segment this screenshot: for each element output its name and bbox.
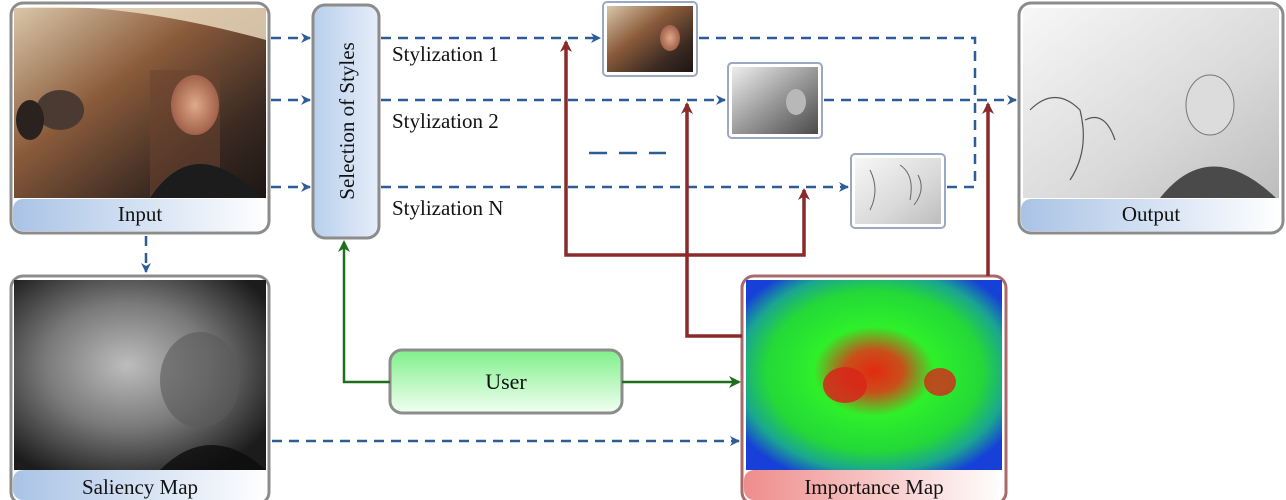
output-label-bg — [1021, 199, 1281, 231]
importance-node: Importance Map — [740, 274, 1008, 500]
importance-label-bg — [744, 470, 1004, 500]
stylization-2-label: Stylization 2 — [392, 109, 499, 133]
selection-label: Selection of Styles — [335, 42, 359, 199]
saliency-label: Saliency Map — [82, 475, 198, 499]
output-image — [1023, 8, 1279, 198]
merge-line-1 — [699, 36, 977, 100]
stylization-n-label: Stylization N — [392, 196, 503, 220]
importance-label: Importance Map — [804, 475, 943, 499]
dashed-flows — [141, 33, 1017, 446]
user-flows — [338, 240, 741, 388]
merge-line-n — [947, 100, 977, 189]
output-label: Output — [1122, 202, 1181, 226]
output-node: Output — [1017, 1, 1285, 235]
input-label-bg — [13, 199, 267, 231]
saliency-label-bg — [13, 470, 267, 500]
stylization-2-thumbnail — [727, 62, 823, 139]
importance-to-stylization-2-arrow — [681, 102, 742, 338]
input-label: Input — [118, 202, 162, 226]
importance-image — [746, 280, 1002, 470]
importance-flows — [560, 40, 994, 338]
user-to-selection-arrow — [338, 240, 390, 384]
stylization-1-label: Stylization 1 — [392, 42, 499, 66]
importance-to-stylization-n-arrow — [742, 188, 810, 257]
importance-to-stylization-1-arrow — [560, 40, 742, 257]
stylization-1-thumbnail — [602, 1, 698, 77]
saliency-image — [14, 280, 266, 470]
user-node: User — [388, 348, 624, 415]
user-label: User — [485, 369, 527, 394]
input-photo — [14, 6, 266, 198]
saliency-node: Saliency Map — [9, 274, 271, 500]
selection-frame — [311, 3, 381, 240]
selection-of-styles-node: Selection of Styles — [311, 3, 381, 240]
stylization-n-thumbnail — [850, 153, 946, 229]
input-node: Input — [9, 1, 271, 235]
